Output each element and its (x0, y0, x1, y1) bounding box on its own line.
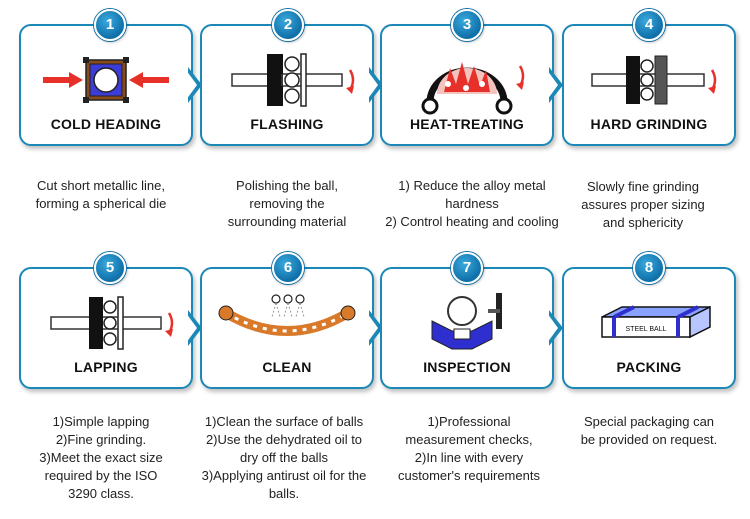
step-card-8: STEEL BALL PACKING (562, 267, 736, 389)
furnace-illustration (421, 62, 525, 115)
flow-arrow (186, 67, 202, 103)
step-title: PACKING (616, 359, 682, 375)
step-number-badge: 4 (633, 9, 665, 41)
step-description-2: Polishing the ball, removing the surroun… (227, 178, 347, 229)
flow-arrow (186, 310, 202, 346)
flow-arrow (367, 67, 383, 103)
step-card-4: HARD GRINDING (562, 24, 736, 146)
step-card-1: COLD HEADING (19, 24, 193, 146)
step-title: COLD HEADING (50, 116, 162, 132)
step-number-badge: 2 (272, 9, 304, 41)
inspection-illustration (431, 293, 502, 350)
lapping-illustration (50, 296, 174, 350)
step-title: LAPPING (74, 359, 138, 375)
packing-box-label: STEEL BALL (626, 326, 667, 333)
step-title: HARD GRINDING (590, 116, 708, 132)
step-description-1: Cut short metallic line, forming a spher… (35, 178, 167, 211)
step-title: FLASHING (250, 116, 324, 132)
flow-arrow (367, 310, 383, 346)
step-title: INSPECTION (423, 359, 511, 375)
step-number-badge: 8 (633, 252, 665, 284)
step-description-3: 1) Reduce the alloy metal hardness 2) Co… (385, 178, 559, 229)
step-description-5: 1)Simple lapping 2)Fine grinding. 3)Meet… (39, 414, 163, 501)
step-card-6: CLEAN (200, 267, 374, 389)
step-number-badge: 6 (272, 252, 304, 284)
step-title: HEAT-TREATING (409, 116, 525, 132)
step-card-3: HEAT-TREATING (380, 24, 554, 146)
cold-heading-illustration (43, 57, 169, 103)
step-card-2: FLASHING (200, 24, 374, 146)
step-description-8: Special packaging can be provided on req… (580, 414, 718, 447)
step-card-5: LAPPING (19, 267, 193, 389)
step-description-7: 1)Professional measurement checks, 2)In … (398, 414, 540, 483)
flow-arrow (547, 310, 563, 346)
packing-box-illustration: STEEL BALL (601, 305, 711, 339)
step-description-6: 1)Clean the surface of balls 2)Use the d… (201, 414, 367, 501)
step-description-4: Slowly fine grinding assures proper sizi… (581, 179, 705, 230)
step-card-7: INSPECTION (380, 267, 554, 389)
step-number-badge: 1 (94, 9, 126, 41)
step-number-badge: 7 (451, 252, 483, 284)
step-number-badge: 5 (94, 252, 126, 284)
flashing-illustration (231, 53, 355, 107)
hard-grinding-illustration (591, 55, 717, 105)
step-number-badge: 3 (451, 9, 483, 41)
step-title: CLEAN (262, 359, 312, 375)
flow-arrow (547, 67, 563, 103)
clean-conveyor-illustration (218, 294, 356, 336)
